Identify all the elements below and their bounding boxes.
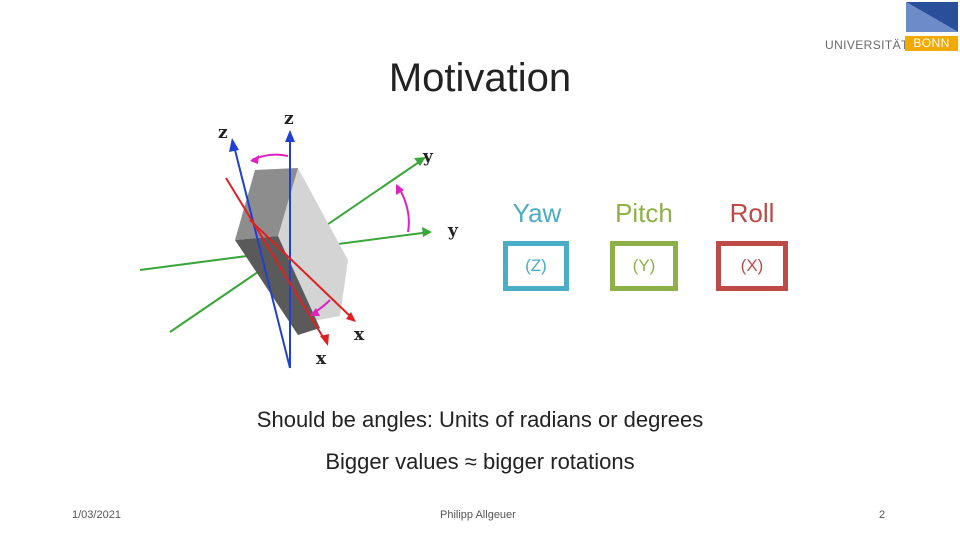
footer-author: Philipp Allgeuer — [440, 509, 516, 521]
x-axis-original — [225, 177, 327, 343]
label-y2: y — [447, 221, 459, 241]
z-axis-rotated — [232, 141, 291, 369]
pitch-label: Pitch — [615, 198, 673, 228]
footer-page-number: 2 — [879, 509, 886, 521]
yaw-axis-box: (Z) — [503, 241, 569, 291]
logo-text: UNIVERSITÄT — [825, 38, 909, 52]
rotation-figure: z z y y x x — [130, 100, 500, 380]
box-front-face — [235, 236, 320, 335]
pitch-arc — [397, 185, 410, 233]
label-y1: y — [422, 147, 434, 167]
rotation-diagram: z z y y x x — [139, 109, 459, 369]
body-line-1: Should be angles: Units of radians or de… — [256, 407, 704, 432]
footer-date: 1/03/2021 — [72, 509, 121, 521]
label-z1: z — [218, 123, 228, 143]
logo-highlight: BONN — [905, 36, 958, 51]
roll-label: Roll — [729, 198, 775, 228]
body-line-2: Bigger values ≈ bigger rotations — [325, 449, 635, 474]
roll-axis-box: (X) — [716, 241, 788, 291]
label-z2: z — [284, 109, 294, 129]
pitch-axis-box: (Y) — [610, 241, 678, 291]
university-logo: UNIVERSITÄT BONN — [822, 2, 958, 52]
label-x1: x — [354, 325, 365, 345]
logo-mark-icon — [906, 2, 958, 32]
slide-title: Motivation — [388, 56, 572, 100]
label-x2: x — [316, 349, 327, 369]
yaw-label: Yaw — [512, 198, 562, 228]
x-axis-rotated — [249, 219, 353, 319]
